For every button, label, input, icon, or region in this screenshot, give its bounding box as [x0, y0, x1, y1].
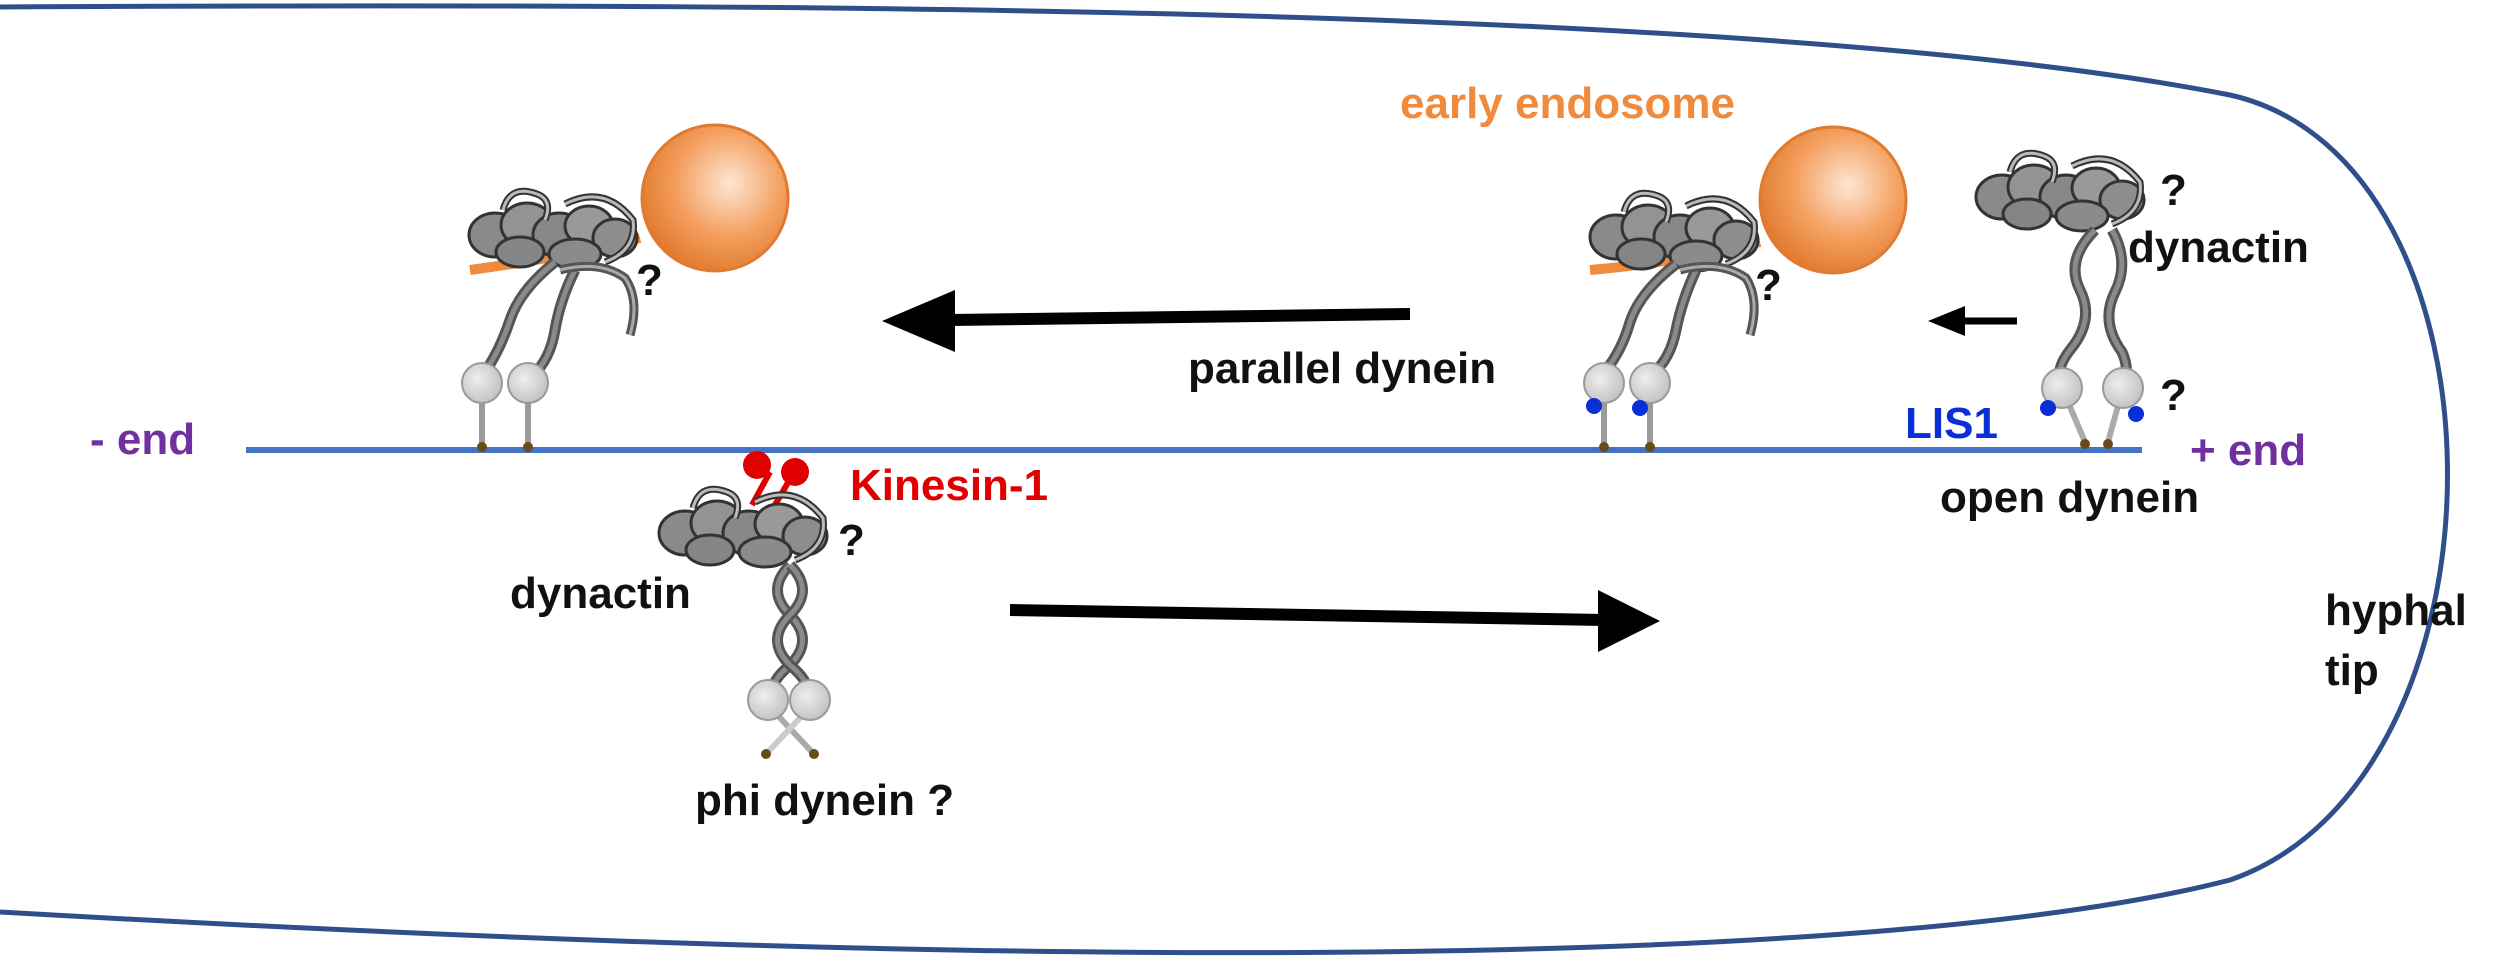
- left-early-endosome: [640, 123, 790, 273]
- lis1-dot: [2128, 406, 2144, 422]
- arrow-short-minus: [1928, 306, 2017, 336]
- phi-dynein-complex: Kinesin-1 ? dynactin phi dynein ?: [510, 451, 1048, 825]
- lis1-label: LIS1: [1905, 399, 1998, 448]
- phi-dynactin-question: ?: [838, 516, 865, 565]
- arrow-plus-direction: [1009, 590, 1660, 652]
- phi-dynein-label: phi dynein ?: [695, 776, 954, 825]
- minus-end-label: - end: [90, 415, 195, 464]
- right-dynactin-icon: [1590, 193, 1758, 271]
- left-question-mark: ?: [636, 256, 663, 305]
- hyphal-tip-label-line1: hyphal: [2325, 586, 2467, 635]
- left-dynactin-icon: [469, 191, 637, 269]
- open-motor-head-1: [2041, 367, 2090, 449]
- dynactin-top-label: dynactin: [2128, 223, 2309, 272]
- phi-dynactin-icon: [659, 489, 827, 567]
- open-dynactin-question: ?: [2160, 166, 2187, 215]
- right-early-endosome: [1758, 125, 1908, 275]
- early-endosome-label: early endosome: [1400, 79, 1735, 128]
- open-motor-head-2: [2102, 367, 2144, 449]
- left-dynein-endosome-complex: ?: [462, 123, 790, 452]
- lis1-dot: [2040, 400, 2056, 416]
- right-question-mark: ?: [1755, 261, 1782, 310]
- open-dynein-question: ?: [2160, 371, 2187, 420]
- hyphal-tip-label-line2: tip: [2325, 646, 2379, 695]
- hyphal-membrane: [0, 3, 2450, 956]
- lis1-dot: [1586, 398, 1602, 414]
- dynactin-bottom-label: dynactin: [510, 569, 691, 618]
- right-dynein-endosome-complex: early endosome ? parallel dynein: [1188, 79, 1908, 452]
- left-motor-head-2: [508, 363, 548, 452]
- parallel-dynein-label: parallel dynein: [1188, 344, 1496, 393]
- open-dynein-label: open dynein: [1940, 473, 2199, 522]
- arrow-minus-direction: [882, 290, 1411, 352]
- kinesin-label: Kinesin-1: [850, 461, 1048, 510]
- phi-motor-heads: [747, 679, 831, 759]
- plus-end-label: + end: [2190, 426, 2306, 475]
- open-dynactin-icon: [1976, 153, 2144, 231]
- lis1-dot: [1632, 400, 1648, 416]
- open-dynein-complex: ? dynactin ? LIS1 open dynein: [1905, 153, 2309, 522]
- left-motor-head-1: [462, 363, 502, 452]
